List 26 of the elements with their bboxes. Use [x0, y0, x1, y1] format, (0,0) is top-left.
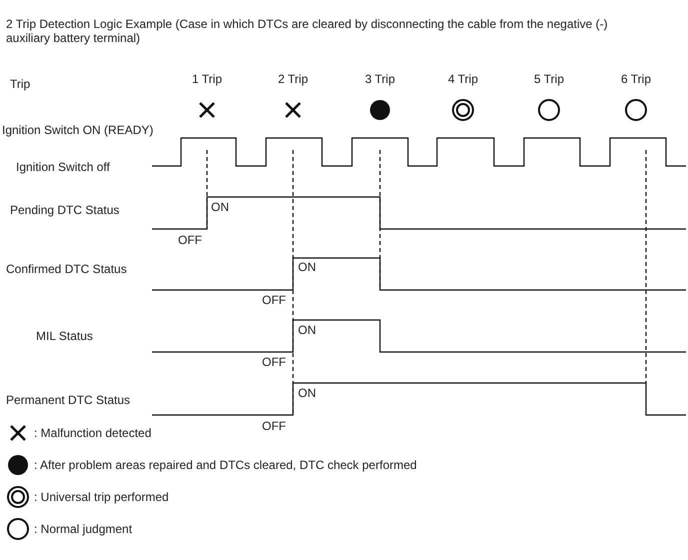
signal-name: Pending DTC Status [10, 203, 120, 217]
trip-label: 5 Trip [534, 72, 564, 86]
trip-label: 4 Trip [448, 72, 478, 86]
trip-label: 1 Trip [192, 72, 222, 86]
state-label: OFF [262, 419, 286, 433]
trip-label: 3 Trip [365, 72, 396, 86]
legend-text: : Universal trip performed [34, 490, 169, 504]
state-label: ON [298, 323, 316, 337]
state-label: ON [298, 386, 316, 400]
state-label: OFF [178, 233, 202, 247]
row-heading: Trip [10, 77, 30, 91]
state-label: OFF [262, 355, 286, 369]
legend-text: : After problem areas repaired and DTCs cleared, DTC check performed [34, 458, 417, 472]
diagram-title: 2 Trip Detection Logic Example (Case in which DTCs are cleared by disconnecting the cable from the negative (-) auxiliary battery terminal) [6, 17, 609, 45]
signal-name: Ignition Switch ON (READY) [2, 123, 154, 137]
legend-text: : Normal judgment [34, 522, 132, 536]
state-label: OFF [262, 293, 286, 307]
trip-label: 2 Trip [278, 72, 308, 86]
trip-label: 6 Trip [621, 72, 652, 86]
signal-name: Permanent DTC Status [6, 393, 130, 407]
signal-name: MIL Status [36, 329, 93, 343]
state-label: ON [298, 260, 316, 274]
state-label: ON [211, 200, 229, 214]
legend-text: : Malfunction detected [34, 426, 152, 440]
signal-name: Ignition Switch off [16, 160, 110, 174]
signal-name: Confirmed DTC Status [6, 262, 127, 276]
